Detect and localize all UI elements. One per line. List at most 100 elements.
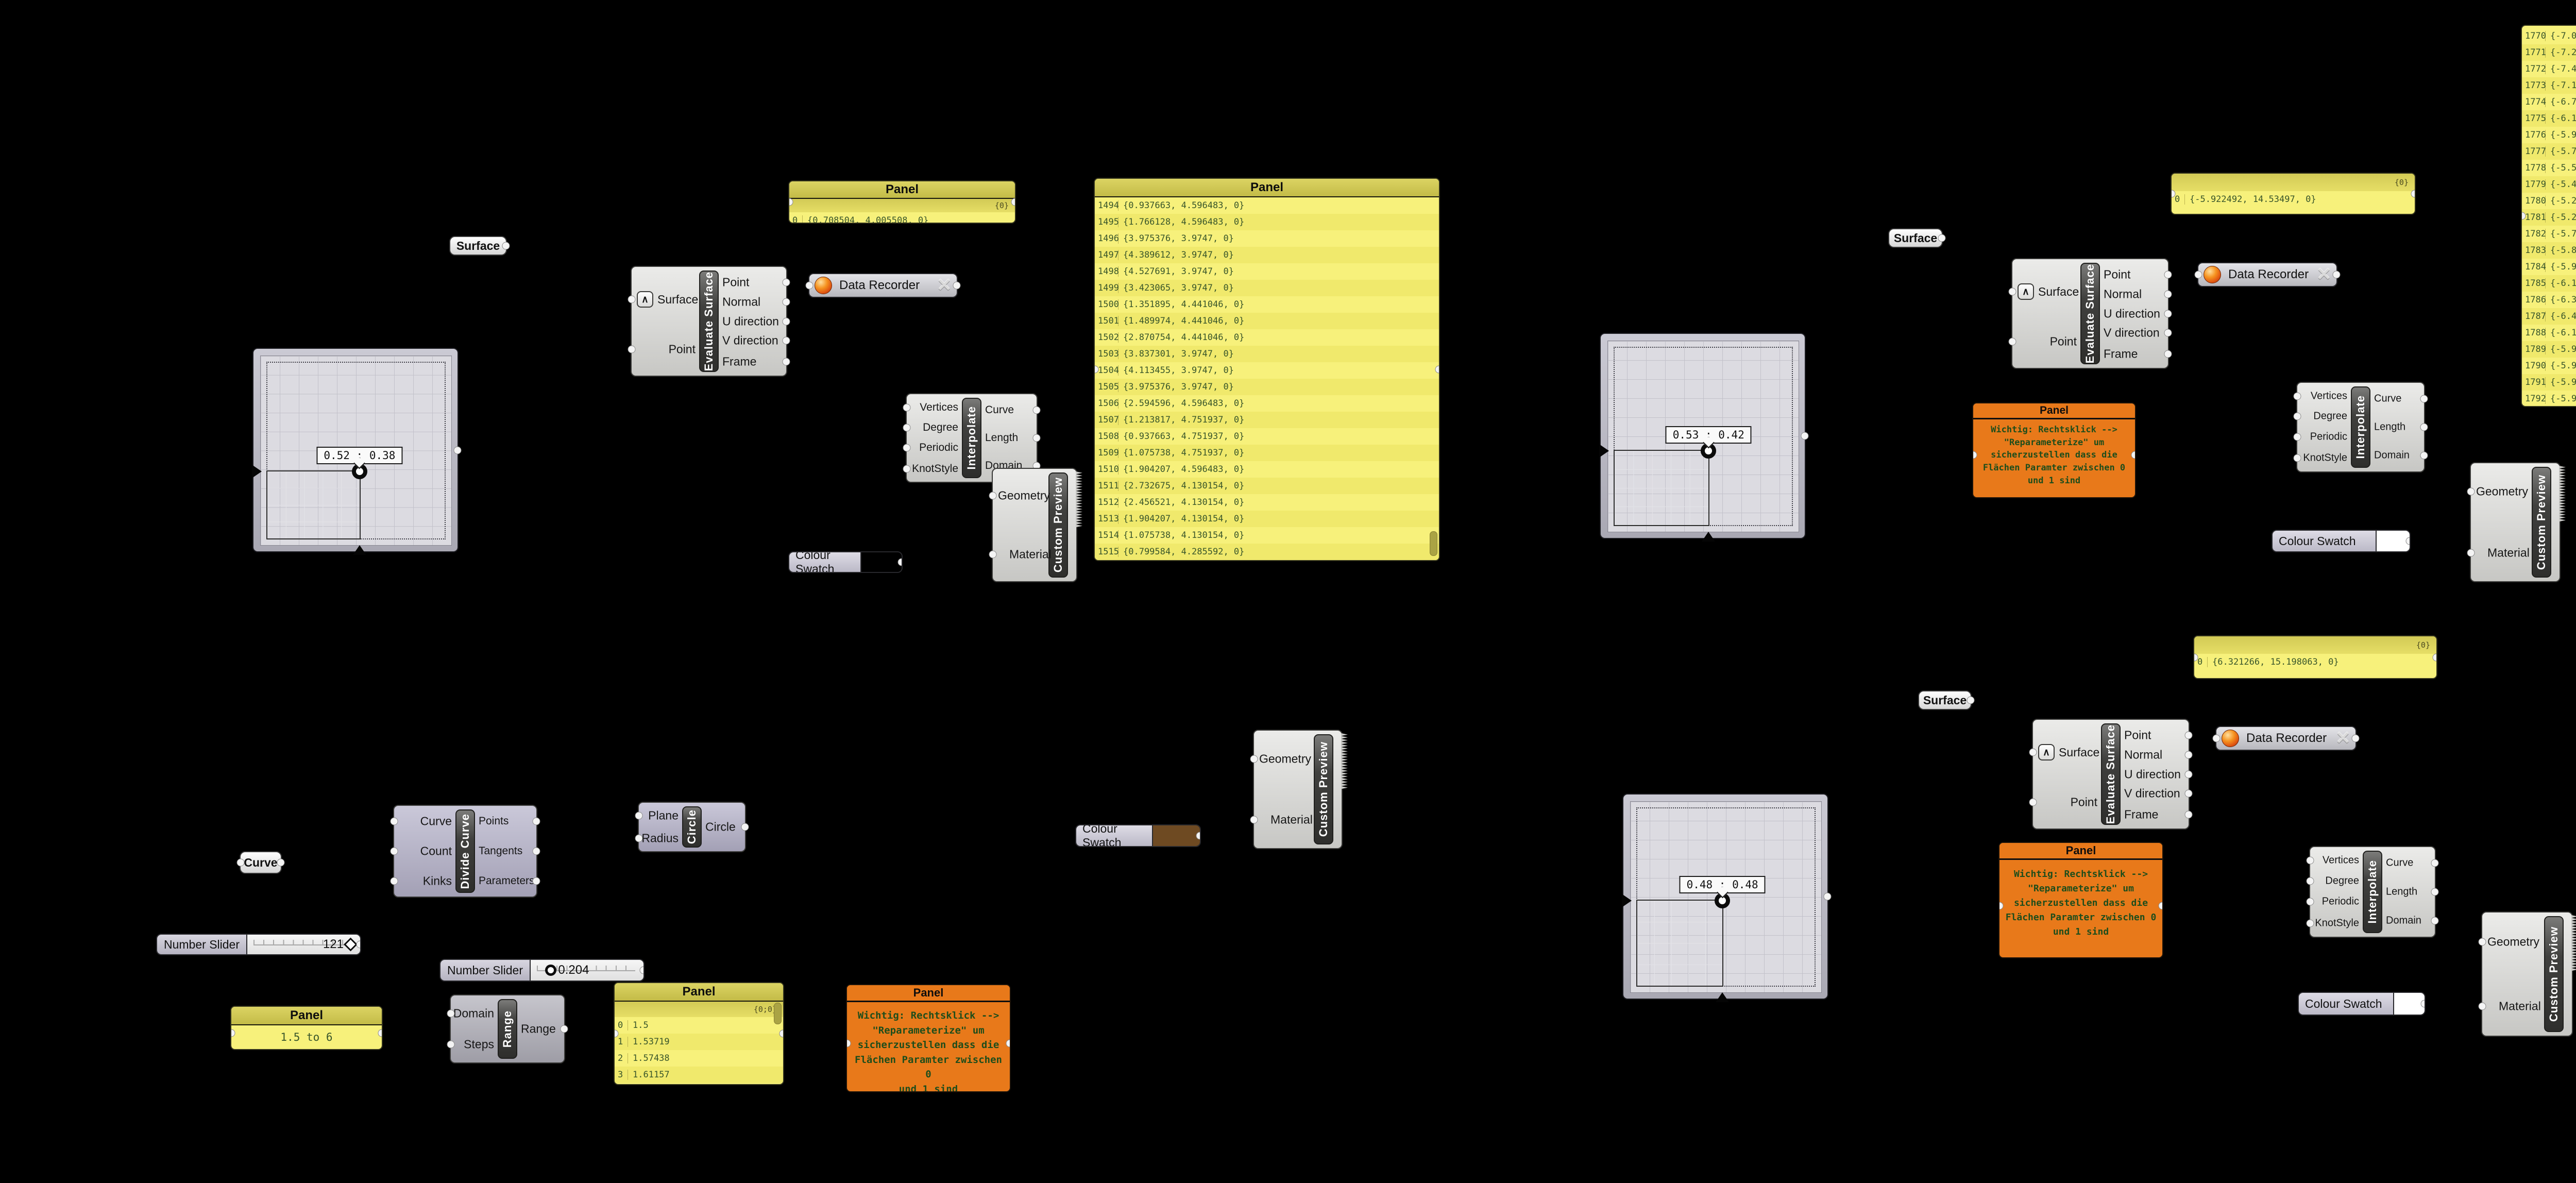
input-nub[interactable] [903, 403, 911, 411]
input-nub[interactable] [2293, 454, 2301, 462]
output-nub[interactable] [1435, 365, 1439, 374]
panel-point-small-left[interactable]: Panel {0} 0{0.708504, 4.005508, 0} [788, 180, 1016, 224]
input-nub[interactable] [989, 550, 997, 559]
data-recorder-1[interactable]: Data Recorder ✕ [805, 273, 961, 298]
md-slider-3[interactable]: 0.48 ; 0.48 [1622, 793, 1832, 1002]
colour-swatch-2[interactable]: Colour Swatch [1075, 824, 1201, 847]
output-nub[interactable] [639, 966, 643, 974]
output-nub[interactable] [1032, 406, 1041, 414]
slider-grip-icon[interactable] [545, 965, 557, 976]
output-nub[interactable] [2420, 423, 2428, 431]
clear-data-icon[interactable]: ✕ [2335, 729, 2351, 748]
output-nub[interactable] [782, 336, 790, 345]
custom-preview-1[interactable]: Custom Preview Geometry Material [989, 468, 1082, 582]
output-nub[interactable] [532, 817, 540, 825]
output-nub[interactable] [2332, 271, 2341, 279]
input-nub[interactable] [236, 858, 245, 867]
input-nub[interactable] [2293, 412, 2301, 420]
output-nub[interactable] [532, 847, 540, 855]
output-nub[interactable] [1011, 198, 1015, 206]
output-nub[interactable] [779, 1029, 783, 1038]
output-nub[interactable] [2431, 917, 2439, 925]
output-nub[interactable] [1196, 832, 1200, 840]
output-nub[interactable] [453, 446, 462, 454]
input-nub[interactable] [2008, 288, 2016, 296]
output-nub[interactable] [897, 558, 902, 566]
slider-track[interactable]: 121 [247, 935, 360, 954]
output-nub[interactable] [2184, 731, 2193, 739]
range-component[interactable]: Range Domain Steps Range [447, 994, 568, 1063]
input-nub[interactable] [2306, 877, 2314, 885]
md-slider-2[interactable]: 0.53 ; 0.42 [1599, 333, 1809, 542]
input-nub[interactable] [903, 424, 911, 432]
input-nub[interactable] [635, 812, 643, 820]
input-nub[interactable] [989, 492, 997, 500]
output-nub[interactable] [2420, 451, 2428, 460]
input-nub[interactable] [2293, 392, 2301, 400]
input-nub[interactable] [628, 345, 636, 353]
divide-curve[interactable]: Divide Curve Curve Count Kinks Points Ta… [390, 805, 540, 898]
output-nub[interactable] [2431, 888, 2439, 896]
output-nub[interactable] [1823, 892, 1832, 901]
evaluate-surface-3[interactable]: Evaluate Surface ∧ Surface Point Point N… [2029, 719, 2193, 830]
colour-swatch-1[interactable]: Colour Swatch [788, 551, 903, 573]
colour-swatch-color[interactable] [2377, 531, 2410, 551]
output-nub[interactable] [2158, 902, 2162, 910]
input-nub[interactable] [628, 295, 636, 303]
md-slider-1[interactable]: 0.52 ; 0.38 [252, 348, 462, 555]
output-nub[interactable] [782, 278, 790, 286]
output-nub[interactable] [2411, 190, 2415, 198]
interpolate-2[interactable]: Interpolate Vertices Degree Periodic Kno… [2293, 382, 2428, 472]
input-nub[interactable] [2478, 938, 2486, 946]
output-nub[interactable] [1006, 1039, 1010, 1047]
output-nub[interactable] [2420, 1000, 2425, 1008]
colour-swatch-color[interactable] [2394, 993, 2425, 1015]
output-nub[interactable] [953, 281, 961, 290]
clear-data-icon[interactable]: ✕ [937, 276, 952, 295]
input-nub[interactable] [1250, 816, 1258, 824]
panel-note-left[interactable]: Panel Wichtig: Rechtsklick --> "Reparame… [846, 984, 1011, 1092]
surface-param-1[interactable]: Surface [449, 236, 510, 256]
output-nub[interactable] [782, 358, 790, 366]
output-nub[interactable] [532, 877, 540, 885]
output-nub[interactable] [2184, 810, 2193, 819]
output-nub[interactable] [356, 940, 360, 949]
input-nub[interactable] [390, 847, 398, 855]
data-recorder-3[interactable]: Data Recorder ✕ [2212, 726, 2360, 751]
clear-data-icon[interactable]: ✕ [2316, 265, 2332, 284]
data-recorder-2[interactable]: Data Recorder ✕ [2194, 262, 2341, 287]
input-nub[interactable] [447, 1040, 455, 1049]
output-nub[interactable] [1801, 432, 1809, 440]
colour-swatch-color[interactable] [861, 552, 902, 572]
output-nub[interactable] [2164, 271, 2172, 279]
custom-preview-4[interactable]: Custom Preview Geometry Material [2478, 911, 2576, 1037]
input-nub[interactable] [390, 877, 398, 885]
input-nub[interactable] [2306, 898, 2314, 906]
record-indicator-icon[interactable] [2222, 730, 2239, 747]
custom-preview-2[interactable]: Custom Preview Geometry Material [1250, 730, 1348, 849]
panel-point-right-top[interactable]: {0} 0{-5.922492, 14.53497, 0} [2171, 173, 2416, 215]
output-nub[interactable] [560, 1025, 568, 1033]
output-nub[interactable] [277, 858, 285, 867]
colour-swatch-color[interactable] [1153, 825, 1200, 846]
custom-preview-3[interactable]: Custom Preview Geometry Material [2467, 462, 2566, 582]
input-nub[interactable] [2467, 487, 2475, 496]
output-nub[interactable] [741, 823, 749, 831]
output-nub[interactable] [782, 298, 790, 306]
panel-scrollbar[interactable] [1430, 531, 1437, 556]
circle-component[interactable]: Circle Plane Radius Circle [635, 802, 749, 852]
output-nub[interactable] [2405, 537, 2410, 545]
input-nub[interactable] [2194, 271, 2202, 279]
number-slider-count[interactable]: Number Slider 121 [156, 934, 361, 955]
output-nub[interactable] [782, 317, 790, 325]
input-nub[interactable] [805, 281, 814, 290]
input-nub[interactable] [635, 834, 643, 842]
output-nub[interactable] [2432, 653, 2436, 661]
output-nub[interactable] [2184, 770, 2193, 778]
surface-param-3[interactable]: Surface [1918, 690, 1975, 710]
panel-point-right-bottom[interactable]: {0} 0{6.321266, 15.198063, 0} [2193, 635, 2437, 679]
output-nub[interactable] [2431, 859, 2439, 867]
panel-note-right-top[interactable]: Panel Wichtig: Rechtsklick --> "Reparame… [1972, 402, 2136, 498]
output-nub[interactable] [2164, 290, 2172, 298]
